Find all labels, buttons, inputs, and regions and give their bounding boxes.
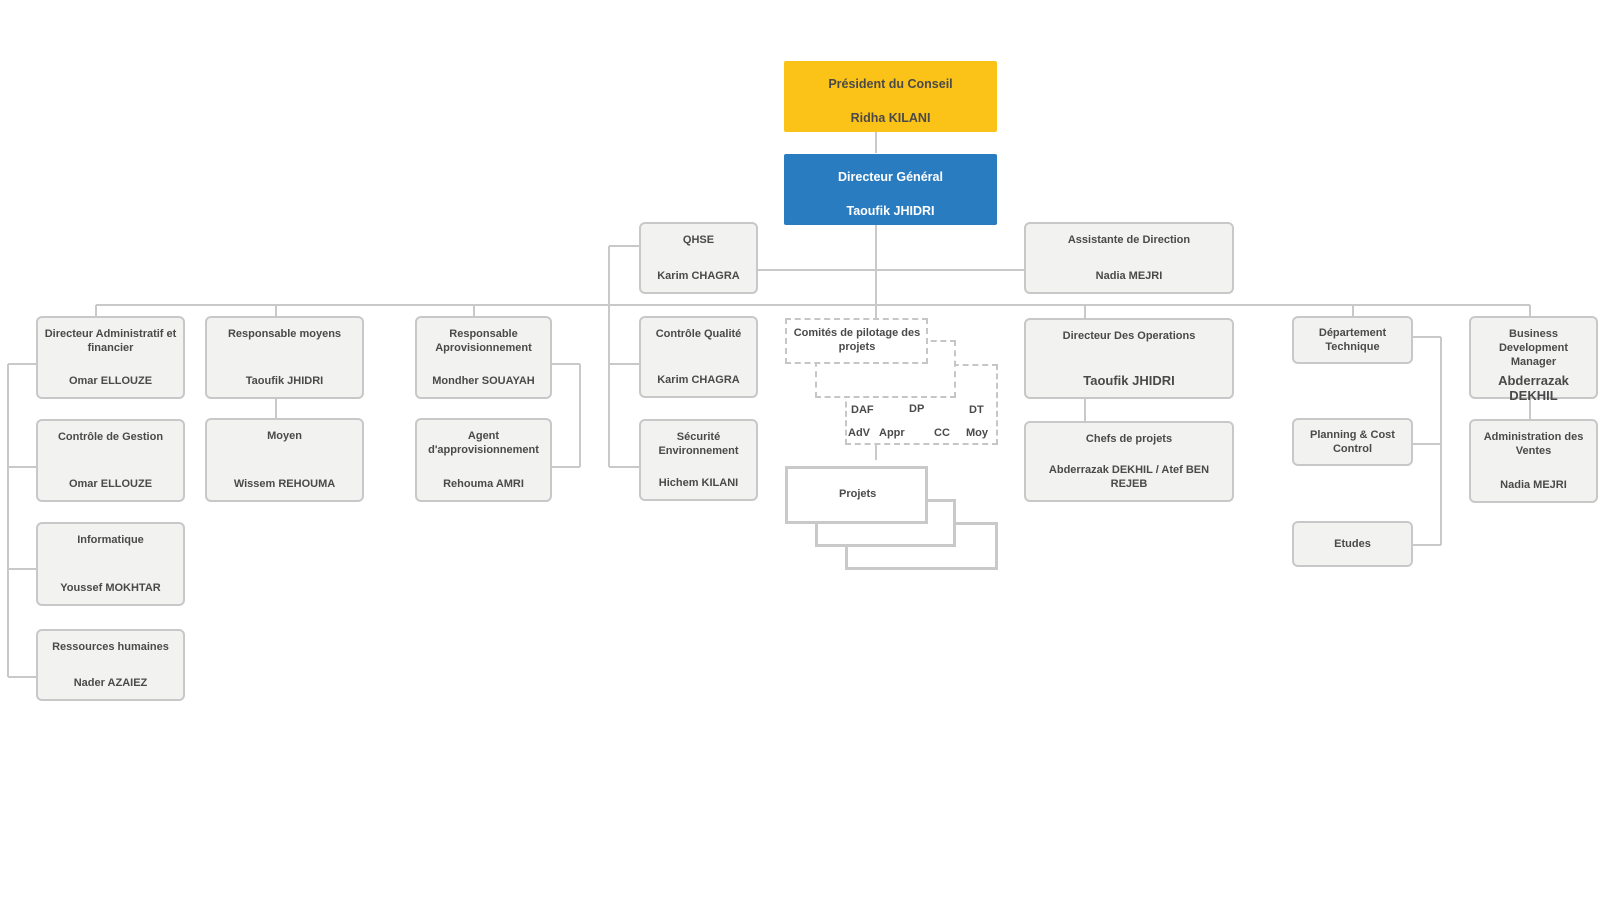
chefs-projets-title: Chefs de projets [1085, 433, 1173, 445]
admin-ventes-name: Nadia MEJRI [1500, 479, 1567, 491]
comite-member-dt: DT [969, 404, 984, 416]
controle-gestion-name: Omar ELLOUZE [68, 478, 153, 490]
comite-member-appr: Appr [879, 427, 905, 439]
rh-box[interactable]: Ressources humaines Nader AZAIEZ [36, 629, 185, 701]
dept-technique-title: Département Technique [1318, 327, 1387, 353]
dg-box[interactable]: Directeur Général Taoufik JHIDRI [784, 154, 997, 225]
planning-title: Planning & Cost Control [1310, 429, 1395, 455]
dept-technique-box[interactable]: Département Technique [1292, 316, 1413, 364]
moyen-box[interactable]: Moyen Wissem REHOUMA [205, 418, 364, 502]
assistante-name: Nadia MEJRI [1095, 270, 1163, 282]
informatique-title: Informatique [77, 534, 144, 546]
comite-member-moy: Moy [966, 427, 988, 439]
rh-title: Ressources humaines [52, 641, 169, 653]
dg-title: Directeur Général [838, 170, 943, 184]
comite-member-adv: AdV [848, 427, 870, 439]
daf-title: Directeur Administratif et financier [44, 328, 177, 354]
president-name: Ridha KILANI [850, 111, 931, 125]
projets-box[interactable] [785, 466, 928, 524]
controle-qualite-name: Karim CHAGRA [657, 374, 740, 386]
comite-member-cc: CC [934, 427, 950, 439]
etudes-box[interactable]: Etudes [1292, 521, 1413, 567]
assistante-box[interactable]: Assistante de Direction Nadia MEJRI [1024, 222, 1234, 294]
qhse-box[interactable]: QHSE Karim CHAGRA [639, 222, 758, 294]
admin-ventes-title: Administration des Ventes [1483, 431, 1584, 457]
resp-appro-box[interactable]: Responsable Aprovisionnement Mondher SOU… [415, 316, 552, 399]
dir-operations-title: Directeur Des Operations [1062, 330, 1196, 342]
dir-operations-box[interactable]: Directeur Des Operations Taoufik JHIDRI [1024, 318, 1234, 399]
president-box[interactable]: Président du Conseil Ridha KILANI [784, 61, 997, 132]
rh-name: Nader AZAIEZ [73, 677, 148, 689]
bdm-box[interactable]: Business Development Manager Abderrazak … [1469, 316, 1598, 403]
agent-appro-name: Rehouma AMRI [443, 478, 524, 490]
informatique-name: Youssef MOKHTAR [60, 582, 161, 594]
assistante-title: Assistante de Direction [1067, 234, 1191, 246]
resp-appro-title: Responsable Aprovisionnement [435, 328, 532, 354]
qhse-title: QHSE [682, 234, 715, 246]
controle-gestion-title: Contrôle de Gestion [57, 431, 164, 443]
securite-box[interactable]: Sécurité Environnement Hichem KILANI [639, 419, 758, 501]
resp-moyens-box[interactable]: Responsable moyens Taoufik JHIDRI [205, 316, 364, 399]
securite-name: Hichem KILANI [658, 477, 739, 489]
moyen-name: Wissem REHOUMA [233, 478, 336, 490]
qhse-name: Karim CHAGRA [657, 270, 740, 282]
etudes-title: Etudes [1334, 538, 1371, 550]
controle-qualite-title: Contrôle Qualité [655, 328, 742, 340]
resp-moyens-title: Responsable moyens [227, 328, 342, 340]
controle-gestion-box[interactable]: Contrôle de Gestion Omar ELLOUZE [36, 419, 185, 502]
dg-name: Taoufik JHIDRI [846, 204, 935, 218]
controle-qualite-box[interactable]: Contrôle Qualité Karim CHAGRA [639, 316, 758, 398]
resp-moyens-name: Taoufik JHIDRI [245, 375, 324, 387]
chefs-projets-box[interactable]: Chefs de projets Abderrazak DEKHIL / Ate… [1024, 421, 1234, 502]
resp-appro-name: Mondher SOUAYAH [432, 375, 535, 387]
agent-appro-title: Agent d'approvisionnement [428, 430, 539, 456]
planning-box[interactable]: Planning & Cost Control [1292, 418, 1413, 466]
admin-ventes-box[interactable]: Administration des Ventes Nadia MEJRI [1469, 419, 1598, 503]
comites-title: Comités de pilotage des projets [793, 327, 921, 353]
bdm-title: Business Development Manager [1498, 328, 1569, 368]
dir-operations-name: Taoufik JHIDRI [1083, 373, 1175, 388]
daf-box[interactable]: Directeur Administratif et financier Oma… [36, 316, 185, 399]
projets-title: Projets [839, 488, 877, 500]
securite-title: Sécurité Environnement [658, 431, 739, 457]
daf-name: Omar ELLOUZE [68, 375, 153, 387]
agent-appro-box[interactable]: Agent d'approvisionnement Rehouma AMRI [415, 418, 552, 502]
informatique-box[interactable]: Informatique Youssef MOKHTAR [36, 522, 185, 606]
chefs-projets-name: Abderrazak DEKHIL / Atef BEN REJEB [1048, 464, 1210, 490]
bdm-name: Abderrazak DEKHIL [1498, 373, 1569, 403]
moyen-title: Moyen [267, 430, 302, 442]
comites-box[interactable] [785, 318, 928, 364]
comite-member-daf: DAF [851, 404, 874, 416]
president-title: Président du Conseil [828, 77, 953, 91]
comite-member-dp: DP [909, 403, 925, 415]
